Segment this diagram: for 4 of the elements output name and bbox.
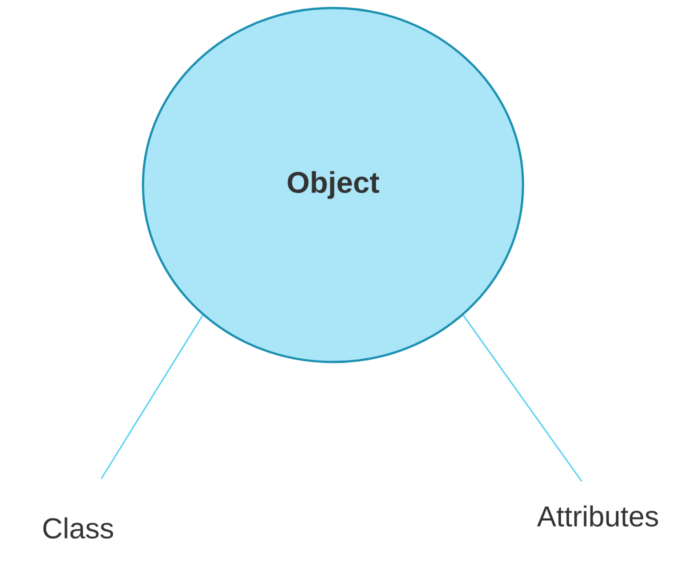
label-text: Class	[43, 517, 114, 539]
label-text: Attributes	[537, 505, 658, 527]
connector-line	[100, 314, 204, 480]
connector-line	[462, 314, 582, 482]
